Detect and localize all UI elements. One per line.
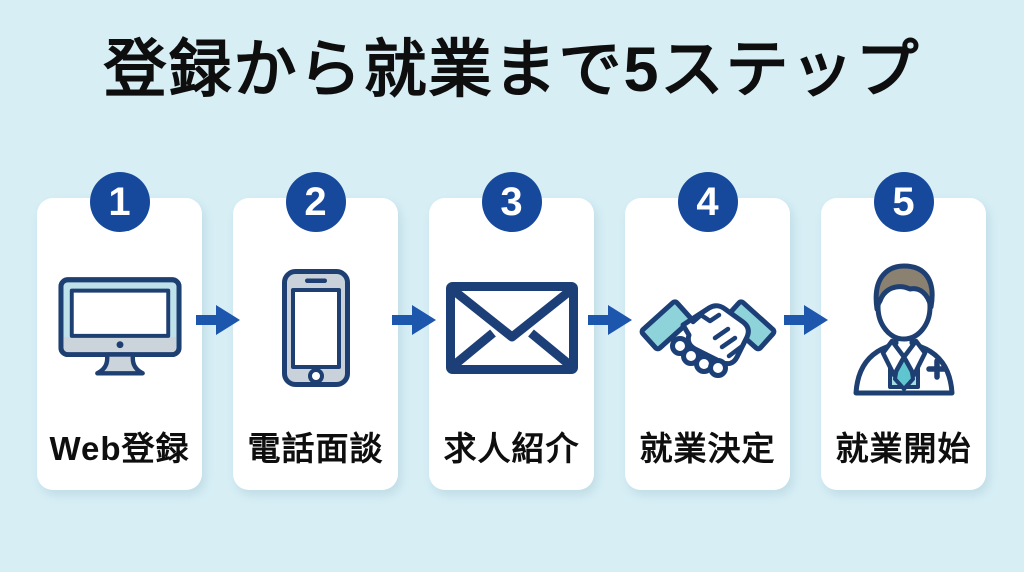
step-2-number: 2	[304, 179, 327, 224]
page-title: 登録から就業まで5ステップ	[103, 35, 921, 105]
step-1-number: 1	[108, 179, 131, 224]
step-card-3: 3 求人紹介	[429, 172, 594, 490]
handshake-icon	[625, 246, 790, 410]
right-arrow-icon	[195, 305, 240, 335]
steps-row: 1 Web登録 2	[37, 172, 986, 490]
smartphone-icon	[233, 246, 398, 410]
step-2-label: 電話面談	[247, 430, 384, 467]
arrow-slot-1	[195, 198, 240, 490]
step-4-number: 4	[696, 179, 719, 224]
arrow-slot-4	[783, 198, 828, 490]
step-4-number-badge: 4	[677, 172, 738, 232]
step-card-5: 5 就業開始	[821, 172, 986, 490]
arrow-slot-2	[391, 198, 436, 490]
desktop-computer-icon	[37, 246, 202, 410]
step-5-label: 就業開始	[835, 430, 972, 467]
step-1-label: Web登録	[49, 430, 190, 467]
step-card-4: 4 就業決定	[625, 172, 790, 490]
right-arrow-icon	[391, 305, 436, 335]
step-4-label: 就業決定	[639, 430, 776, 467]
envelope-icon	[429, 246, 594, 410]
step-5-number-badge: 5	[873, 172, 934, 232]
worker-icon	[821, 246, 986, 410]
step-card-1: 1 Web登録	[37, 172, 202, 490]
step-3-number-badge: 3	[481, 172, 542, 232]
arrow-slot-3	[587, 198, 632, 490]
step-2-number-badge: 2	[285, 172, 346, 232]
step-5-number: 5	[892, 179, 915, 224]
right-arrow-icon	[587, 305, 632, 335]
step-1-number-badge: 1	[89, 172, 150, 232]
step-card-2: 2 電話面談	[233, 172, 398, 490]
right-arrow-icon	[783, 305, 828, 335]
step-3-number: 3	[500, 179, 523, 224]
step-3-label: 求人紹介	[443, 430, 580, 467]
